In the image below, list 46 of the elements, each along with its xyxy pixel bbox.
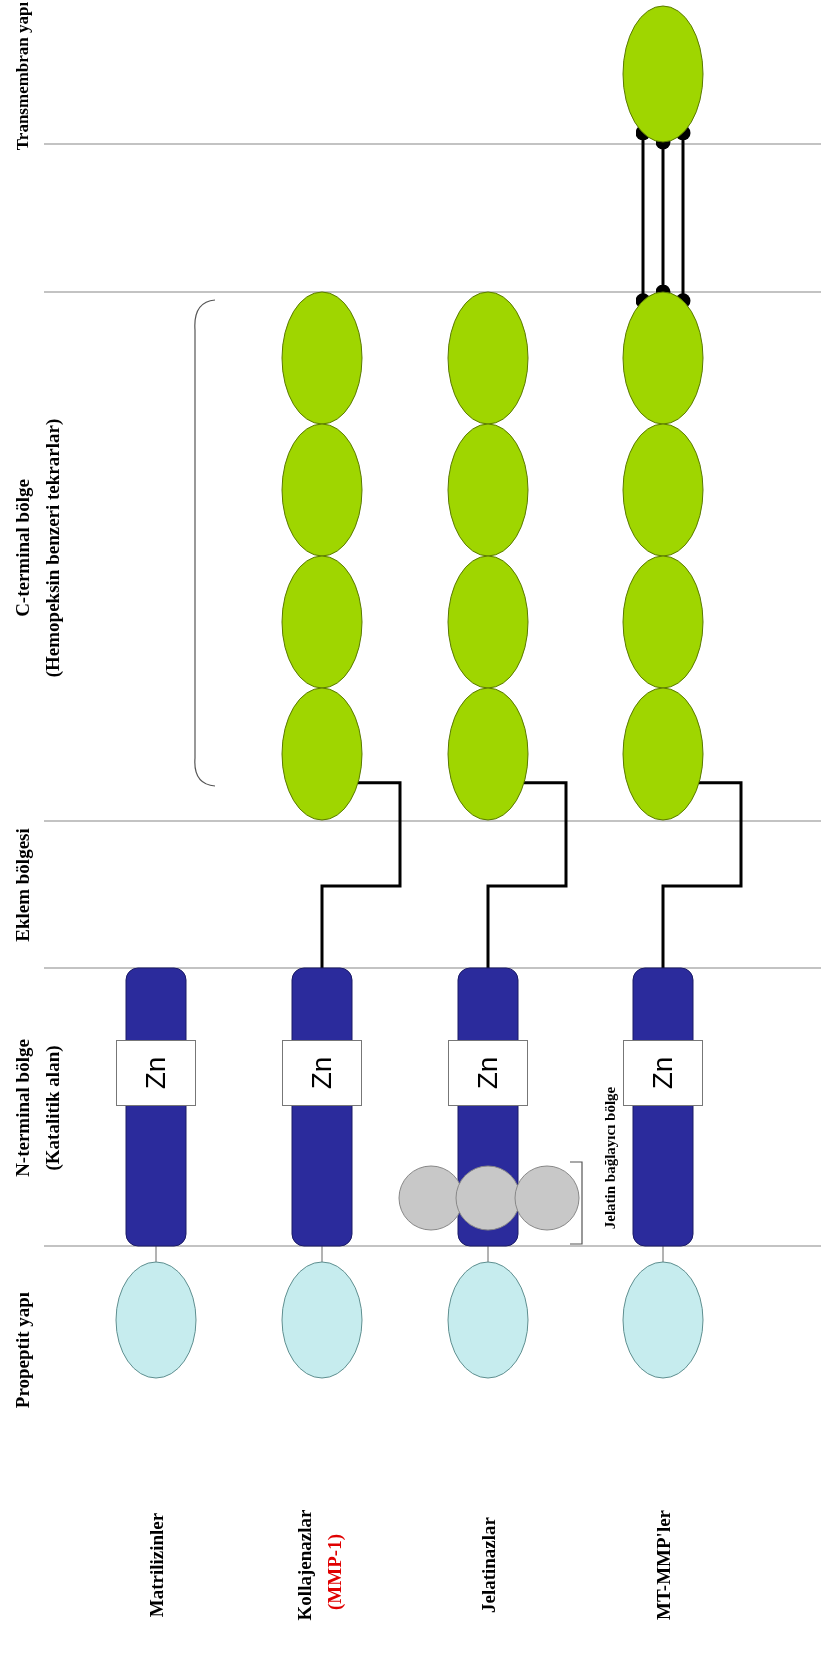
- region-label: (Hemopeksin benzeri tekrarlar): [42, 418, 62, 678]
- zinc-label: Zn: [474, 1056, 502, 1090]
- row-label: Kollajenazlar: [294, 1509, 314, 1621]
- propeptide-ellipse: [447, 1261, 529, 1379]
- zinc-label: Zn: [142, 1056, 170, 1090]
- link-line: [662, 1245, 664, 1263]
- domain-ellipse: [447, 291, 529, 425]
- domain-ellipse: [622, 687, 704, 821]
- zinc-label: Zn: [308, 1056, 336, 1090]
- zinc-box: [282, 1040, 362, 1106]
- zinc-label: Zn: [649, 1056, 677, 1090]
- domain-ellipse: [281, 687, 363, 821]
- domain-ellipse: [281, 555, 363, 689]
- link-line: [155, 1245, 157, 1263]
- zinc-box: [116, 1040, 196, 1106]
- domain-ellipse: [622, 291, 704, 425]
- row-label: Matrilizinler: [146, 1512, 166, 1618]
- linker-line: [320, 781, 402, 968]
- region-label: Transmembran yapı: [13, 1, 31, 151]
- linker-line: [661, 781, 743, 968]
- region-label: C-terminal bölge: [12, 479, 32, 617]
- region-label: Jelatin bağlayıcı bölge: [602, 1086, 618, 1230]
- domain-ellipse: [622, 5, 704, 143]
- region-label: N-terminal bölge: [12, 1039, 32, 1177]
- domain-ellipse: [281, 291, 363, 425]
- domain-ellipse: [447, 423, 529, 557]
- region-label: (Katalitik alan): [42, 1045, 62, 1171]
- propeptide-ellipse: [622, 1261, 704, 1379]
- row-label: MT-MMP'ler: [653, 1509, 673, 1621]
- link-line: [321, 1245, 323, 1263]
- propeptide-ellipse: [115, 1261, 197, 1379]
- row-label: Jelatinazlar: [478, 1517, 498, 1613]
- domain-ellipse: [622, 423, 704, 557]
- row-label: (MMP-1): [324, 1534, 344, 1610]
- zinc-box: [448, 1040, 528, 1106]
- region-label: Propeptit yapı: [12, 1291, 32, 1409]
- region-label: Eklem bölgesi: [12, 828, 32, 942]
- propeptide-ellipse: [281, 1261, 363, 1379]
- binding-circle: [514, 1165, 580, 1231]
- linker-line: [486, 781, 568, 968]
- link-line: [487, 1245, 489, 1263]
- domain-ellipse: [281, 423, 363, 557]
- domain-ellipse: [447, 687, 529, 821]
- domain-ellipse: [622, 555, 704, 689]
- domain-ellipse: [447, 555, 529, 689]
- zinc-box: [623, 1040, 703, 1106]
